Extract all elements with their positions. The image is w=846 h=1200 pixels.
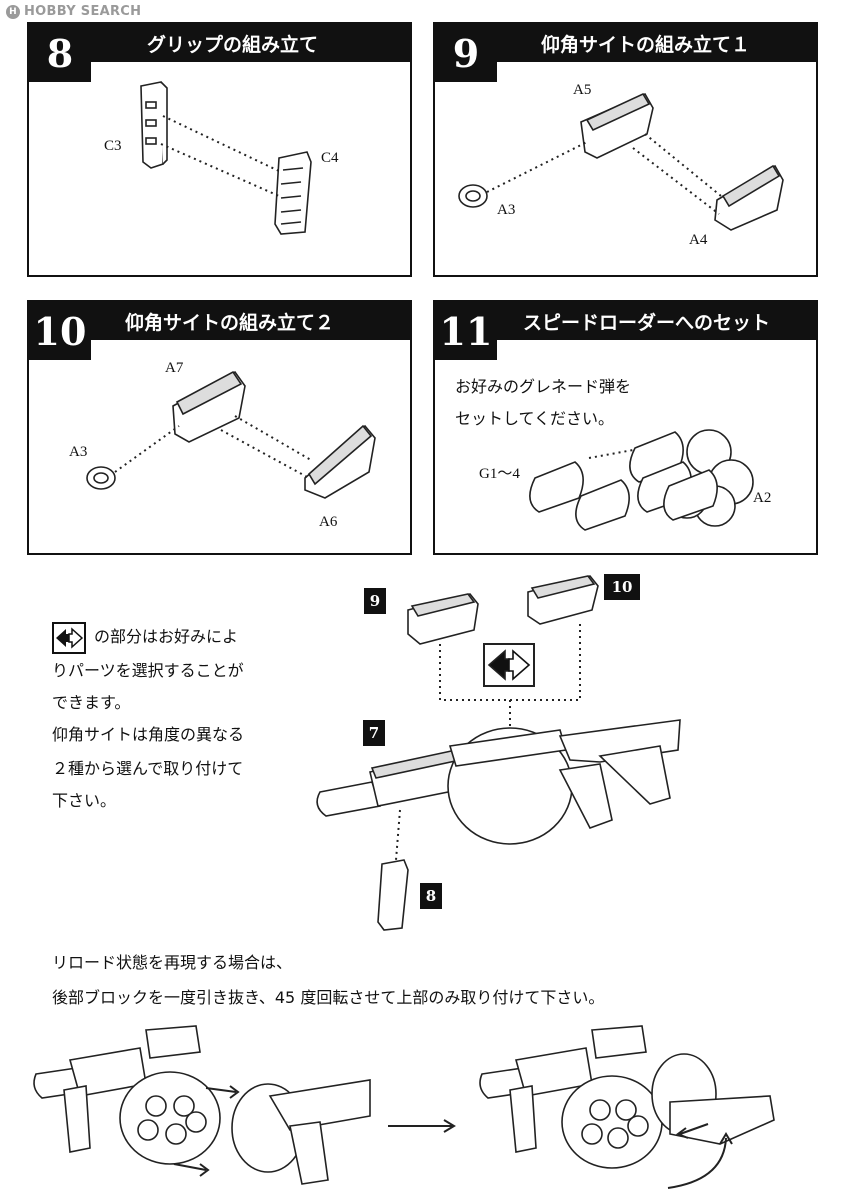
watermark: H HOBBY SEARCH <box>6 4 141 19</box>
part-label-a4: A4 <box>689 232 708 248</box>
grip-assembly-illustration <box>140 81 312 235</box>
assembly-tag-7: 7 <box>363 720 385 746</box>
step-8-panel: 8 グリップの組み立て C3 C4 <box>27 22 412 277</box>
step-9-panel: 9 仰角サイトの組み立て１ A5 A3 A4 <box>433 22 818 277</box>
sight-assembly-2-illustration <box>86 370 376 499</box>
part-label-a3: A3 <box>69 444 88 460</box>
part-label-a7: A7 <box>165 360 184 376</box>
part-label-c4: C4 <box>321 150 339 166</box>
step-11-note-line-2: セットしてください。 <box>455 409 615 428</box>
part-label-a6: A6 <box>319 514 338 530</box>
step-title: 仰角サイトの組み立て２ <box>125 311 335 334</box>
step-number: 10 <box>29 302 91 360</box>
step-11-note-line-1: お好みのグレネード弾を <box>455 377 632 396</box>
assembly-tag-9: 9 <box>364 588 386 614</box>
step-header-bar <box>435 24 816 62</box>
part-label-a2: A2 <box>753 490 772 506</box>
assembly-tag-8: 8 <box>420 883 442 909</box>
reload-state-illustration <box>33 1025 775 1189</box>
option-note: の部分はお好みによ <box>52 620 238 654</box>
step-number: 8 <box>29 24 91 82</box>
part-label-c3: C3 <box>104 138 122 154</box>
step-header-bar <box>435 302 816 340</box>
step-header-bar <box>29 24 410 62</box>
part-label-g1-4: G1～4 <box>479 466 520 482</box>
step-title: 仰角サイトの組み立て１ <box>541 33 751 56</box>
part-label-a3: A3 <box>497 202 516 218</box>
swap-arrows-icon <box>52 621 86 654</box>
reload-note-line-1: リロード状態を再現する場合は、 <box>52 953 293 972</box>
step-number: 9 <box>435 24 497 82</box>
step-title: スピードローダーへのセット <box>523 311 771 334</box>
hobby-search-logo-icon: H <box>6 4 20 19</box>
step-header-bar <box>29 302 410 340</box>
option-note-line-4: 仰角サイトは角度の異なる <box>52 725 245 744</box>
watermark-text: HOBBY SEARCH <box>24 4 142 19</box>
step-number: 11 <box>435 302 497 360</box>
option-note-line-6: 下さい。 <box>52 791 117 810</box>
option-note-line-1: の部分はお好みによ <box>94 627 239 646</box>
step-11-panel: 11 スピードローダーへのセット お好みのグレネード弾を セットしてください。 … <box>433 300 818 555</box>
option-note-line-5: ２種から選んで取り付けて <box>52 759 244 778</box>
grenade-launcher-assembly-illustration <box>316 575 681 931</box>
step-title: グリップの組み立て <box>147 33 319 56</box>
option-note-line-3: できます。 <box>52 693 131 712</box>
option-note-line-2: りパーツを選択することが <box>52 661 244 680</box>
step-10-panel: 10 仰角サイトの組み立て２ A7 A3 A6 <box>27 300 412 555</box>
reload-note-line-2: 後部ブロックを一度引き抜き、45 度回転させて上部のみ取り付けて下さい。 <box>52 988 605 1007</box>
assembly-tag-10: 10 <box>604 574 640 600</box>
sight-assembly-1-illustration <box>458 92 784 231</box>
part-label-a5: A5 <box>573 82 592 98</box>
speed-loader-illustration <box>529 429 754 531</box>
